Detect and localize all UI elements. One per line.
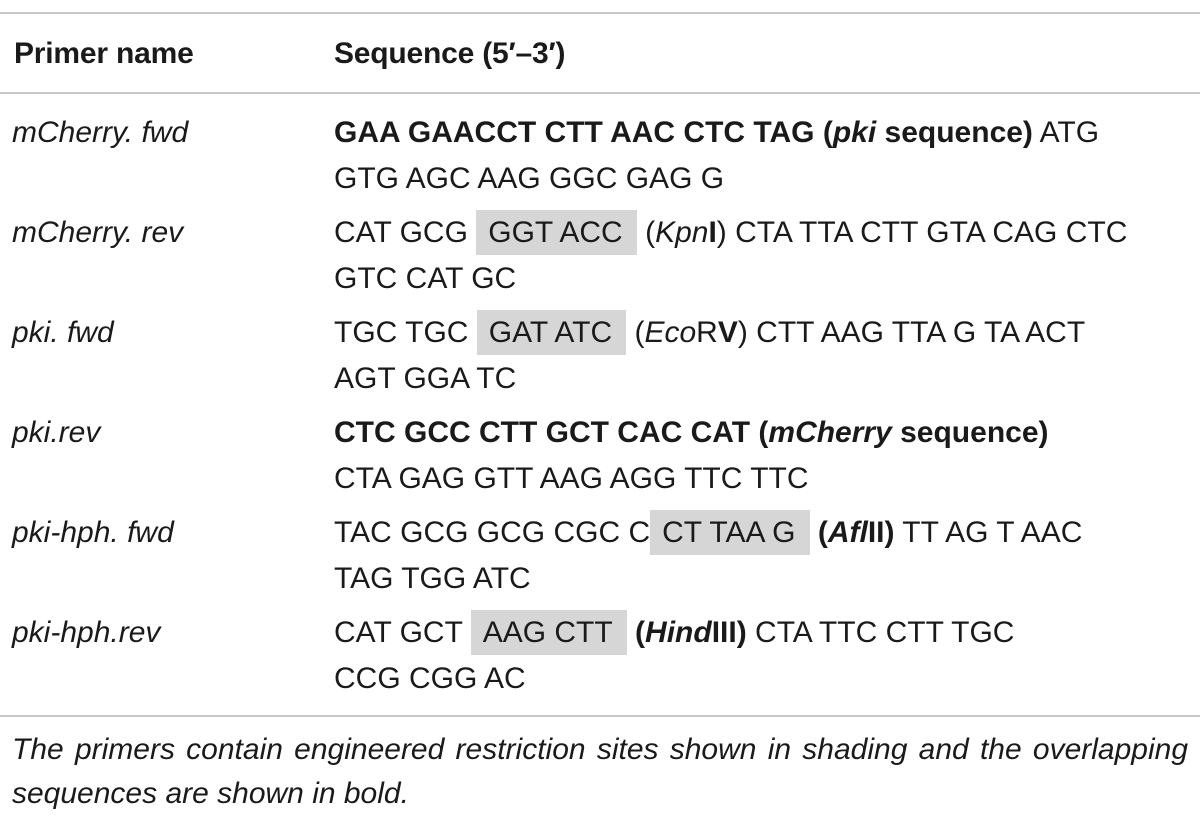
primer-sequence: CTC GCC CTT GCT CAC CAT (mCherry sequenc… <box>334 410 1194 502</box>
primer-name: pki-hph.rev <box>12 616 161 649</box>
sequence-line: CAT GCG GGT ACC (KpnI) CTA TTA CTT GTA C… <box>334 210 1194 256</box>
table-bottom-rule <box>0 715 1200 717</box>
primer-name: pki.rev <box>12 416 101 449</box>
overlap-gene-name: mCherry <box>768 416 892 449</box>
enzyme-name: Kpn <box>655 216 709 249</box>
sequence-line: TAG TGG ATC <box>334 562 531 595</box>
restriction-site-shading: GGT ACC <box>476 210 637 255</box>
primer-sequence: CAT GCG GGT ACC (KpnI) CTA TTA CTT GTA C… <box>334 210 1194 302</box>
sequence-line: GTC CAT GC <box>334 262 517 295</box>
restriction-site-shading: CT TAA G <box>650 510 810 555</box>
sequence-line: AGT GGA TC <box>334 362 517 395</box>
sequence-line: GAA GAACCT CTT AAC CTC TAG (pki sequence… <box>334 116 1100 149</box>
enzyme-name: Hind <box>645 616 712 649</box>
sequence-line: CAT GCT AAG CTT (HindIII) CTA TTC CTT TG… <box>334 610 1194 656</box>
enzyme-name: Eco <box>644 316 697 349</box>
header-sequence: Sequence (5′–3′) <box>334 37 566 70</box>
primer-name: mCherry. fwd <box>12 116 189 149</box>
restriction-site-shading: AAG CTT <box>470 610 627 655</box>
overlap-gene-name: pki <box>832 116 877 149</box>
primer-name: pki-hph. fwd <box>12 516 174 549</box>
sequence-line: CCG CGG AC <box>334 662 526 695</box>
table-top-rule <box>0 12 1200 14</box>
table-footnote: The primers contain engineered restricti… <box>12 733 1188 810</box>
primer-name: mCherry. rev <box>12 216 184 249</box>
primer-sequence: TGC TGC GAT ATC (EcoRV) CTT AAG TTA G TA… <box>334 310 1194 402</box>
enzyme-name: Afl <box>827 516 868 549</box>
sequence-line: TGC TGC GAT ATC (EcoRV) CTT AAG TTA G TA… <box>334 310 1194 356</box>
table-header-row: Primer name Sequence (5′–3′) <box>0 30 1200 78</box>
sequence-line: CTC GCC CTT GCT CAC CAT (mCherry sequenc… <box>334 416 1049 449</box>
sequence-line: CTA GAG GTT AAG AGG TTC TTC <box>334 462 809 495</box>
primer-name: pki. fwd <box>12 316 114 349</box>
restriction-site-shading: GAT ATC <box>476 310 627 355</box>
primer-sequence: CAT GCT AAG CTT (HindIII) CTA TTC CTT TG… <box>334 610 1194 702</box>
sequence-line: GTG AGC AAG GGC GAG G <box>334 162 725 195</box>
table-header-rule <box>0 92 1200 94</box>
header-primer-name: Primer name <box>14 37 194 70</box>
overlap-sequence: GAA GAACCT CTT AAC CTC TAG <box>334 116 823 149</box>
primer-sequence: GAA GAACCT CTT AAC CTC TAG (pki sequence… <box>334 110 1194 202</box>
overlap-sequence: CTC GCC CTT GCT CAC CAT ( <box>334 416 769 449</box>
